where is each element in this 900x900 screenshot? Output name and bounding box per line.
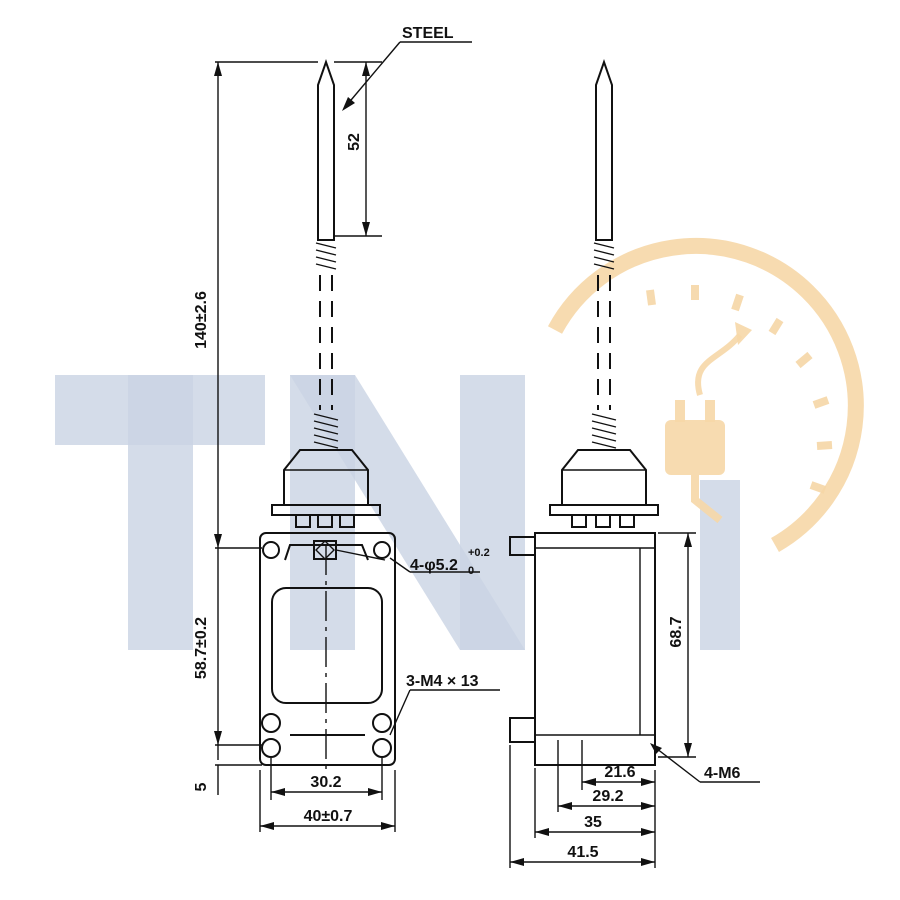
- front-rod-spring: [313, 413, 339, 449]
- mount-holes-tol-dn: 0: [468, 565, 474, 577]
- front-rod-thread-top: [315, 242, 337, 270]
- side-rod-thread-top: [593, 242, 615, 270]
- side-head: [561, 449, 647, 506]
- side-cover-lip: [509, 536, 536, 556]
- side-view: [509, 58, 659, 766]
- watermark-letter-n-right: [460, 375, 525, 650]
- dim-depth-1: 21.6: [604, 764, 635, 781]
- watermark-letter-t-stem: [128, 375, 193, 650]
- side-dimensions: 68.7 4-M6 21.6 29.2 35 41.5: [509, 532, 760, 868]
- mount-holes-label: 4-φ5.2: [410, 557, 458, 574]
- dim-rod-tip: 52: [346, 133, 363, 151]
- front-rod-tip: [317, 58, 335, 241]
- dim-total-height: 140±2.6: [193, 291, 210, 349]
- side-thread-label: 4-M6: [704, 765, 741, 782]
- dim-hole-spacing: 30.2: [310, 774, 341, 791]
- front-hole-mr: [372, 713, 392, 733]
- plug-icon: [665, 322, 752, 524]
- dim-depth-2: 29.2: [592, 788, 623, 805]
- mount-holes-tol-up: +0.2: [468, 547, 490, 559]
- front-dimensions: 140±2.6 52 STEEL 58.7±0.2 5 30.2: [193, 25, 500, 832]
- front-hole-tr: [373, 541, 391, 559]
- material-label: STEEL: [402, 25, 454, 42]
- dim-depth-4: 41.5: [567, 844, 598, 861]
- side-base-lip: [509, 717, 536, 743]
- front-body: [259, 532, 396, 766]
- dim-base-gap: 5: [193, 782, 210, 791]
- side-head-clips: [571, 514, 635, 528]
- watermark-badge: [547, 238, 864, 552]
- dim-body-width: 40±0.7: [304, 808, 353, 825]
- dim-body-height: 58.7±0.2: [193, 617, 210, 679]
- watermark-arc: [547, 238, 864, 552]
- thread-label: 3-M4 × 13: [406, 673, 479, 690]
- front-hole-ml: [261, 713, 281, 733]
- front-head-flange: [271, 504, 381, 516]
- front-head-clips: [295, 514, 355, 528]
- dim-side-height: 68.7: [668, 616, 685, 647]
- front-view: [259, 58, 396, 770]
- watermark: [55, 238, 864, 650]
- side-head-flange: [549, 504, 659, 516]
- front-hole-br: [372, 738, 392, 758]
- dim-depth-3: 35: [584, 814, 602, 831]
- side-rod-tip: [595, 58, 613, 241]
- watermark-ticks: [646, 285, 833, 494]
- side-body: [534, 532, 656, 766]
- front-hole-tl: [262, 541, 280, 559]
- front-hole-bl: [261, 738, 281, 758]
- side-rod-spring: [591, 413, 617, 449]
- front-window: [271, 587, 383, 704]
